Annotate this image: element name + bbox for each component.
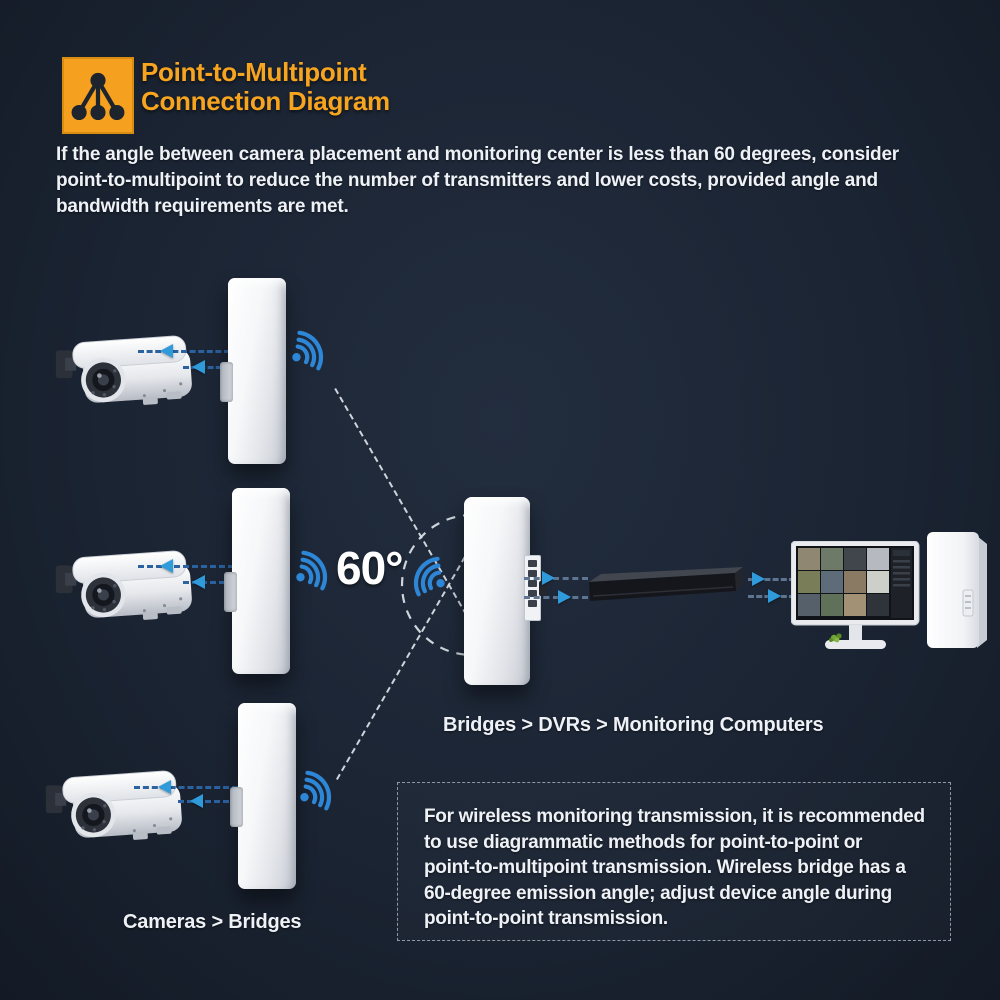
camera1-arrow-icon2 <box>192 360 205 374</box>
note-box: For wireless monitoring transmission, it… <box>397 782 951 941</box>
camera3-arrow-icon2 <box>190 794 203 808</box>
page-title: Point-to-Multipoint Connection Diagram <box>141 58 390 116</box>
camera3-link-line <box>134 786 238 789</box>
camera-2 <box>50 545 208 633</box>
camera3-link-line2 <box>178 800 238 803</box>
dvr-to-monitor-arrow-icon1 <box>752 572 765 586</box>
page-title-line1: Point-to-Multipoint <box>141 57 367 87</box>
dvr-to-monitor-arrow-icon2 <box>768 589 781 603</box>
monitor-device <box>791 541 920 649</box>
bridge-to-dvr-arrow-icon1 <box>542 571 555 585</box>
camera2-link-line <box>138 565 234 568</box>
dvr-to-monitor-line1 <box>748 578 795 581</box>
bridge-1 <box>220 278 286 464</box>
multipoint-network-icon <box>62 57 134 134</box>
bridge-to-dvr-arrow-icon2 <box>558 590 571 604</box>
camera-3 <box>40 765 198 853</box>
bridge2-mount-bracket <box>224 572 237 612</box>
computer-tower-device <box>927 532 987 648</box>
bridge-3 <box>230 703 296 889</box>
coverage-arc <box>400 513 473 657</box>
note-text: For wireless monitoring transmission, it… <box>424 806 925 929</box>
flow-label-bridges-dvrs-computers: Bridges > DVRs > Monitoring Computers <box>443 714 824 736</box>
camera2-link-line2 <box>183 581 234 584</box>
page-title-line2: Connection Diagram <box>141 86 390 116</box>
plant-decoration <box>829 633 842 643</box>
camera1-link-line <box>138 350 230 353</box>
flow-label-cameras-bridges: Cameras > Bridges <box>123 911 302 933</box>
dvr-device <box>589 567 744 601</box>
camera3-arrow-icon <box>158 780 171 794</box>
wifi-signal-icon-1 <box>279 319 341 381</box>
wifi-signal-icon-3 <box>287 759 349 821</box>
intro-text: If the angle between camera placement an… <box>56 144 900 217</box>
camera1-arrow-icon <box>160 344 173 358</box>
bridge3-mount-bracket <box>230 787 243 827</box>
angle-label: 60° <box>336 542 404 594</box>
camera1-link-line2 <box>183 366 230 369</box>
camera2-arrow-icon2 <box>192 575 205 589</box>
camera2-arrow-icon <box>160 559 173 573</box>
cctv-thumbnails <box>798 548 889 616</box>
bridge-2 <box>224 488 290 674</box>
camera-1 <box>50 330 208 418</box>
bridge1-mount-bracket <box>220 362 233 402</box>
central-bridge <box>464 497 547 685</box>
bridge-to-dvr-line2 <box>524 596 588 599</box>
central-bridge-connector <box>539 581 547 596</box>
bridge-to-dvr-line1 <box>524 577 588 580</box>
